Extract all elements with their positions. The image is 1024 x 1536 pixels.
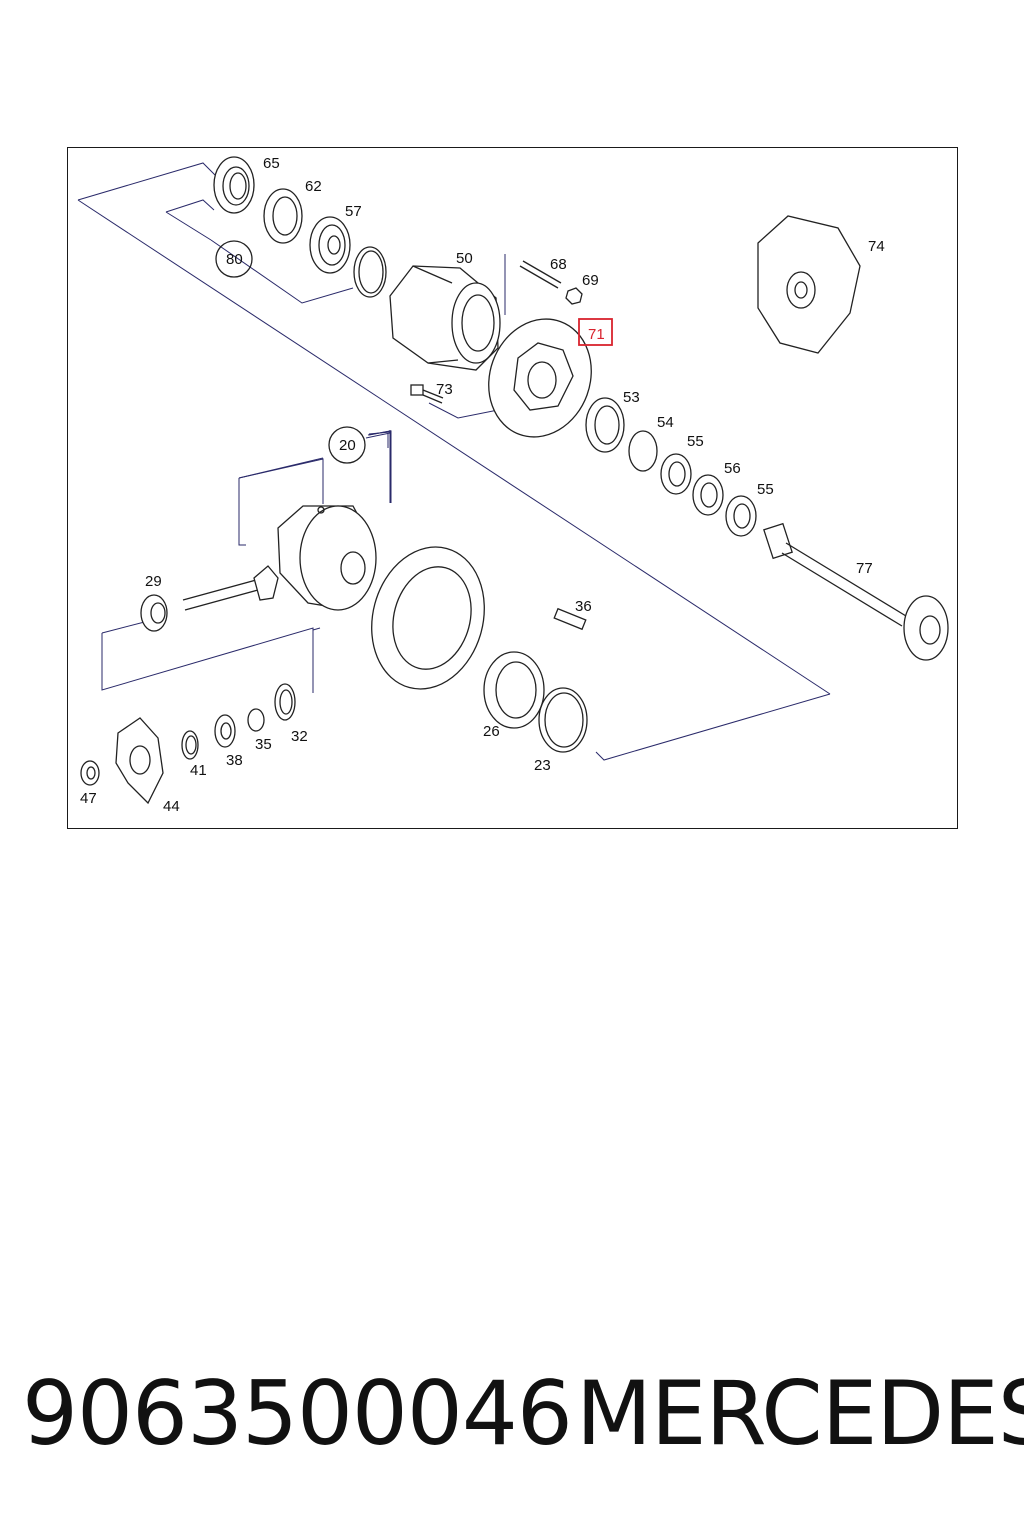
callout-80-circle [215,240,253,278]
part-26-ball-bearing[interactable] [483,651,545,729]
callout-47: 47 [80,790,97,807]
callout-23: 23 [534,757,551,774]
part-29-pinion-bearing[interactable] [140,594,168,632]
part-number-caption: 9063500046 [22,1362,573,1465]
callout-74: 74 [868,238,885,255]
part-74-differential-carrier[interactable] [757,215,861,354]
callout-68: 68 [550,256,567,273]
part-65-taper-bearing[interactable] [213,156,255,214]
callout-36: 36 [575,598,592,615]
part-47-nut[interactable] [80,760,100,786]
part-pinion-shaft[interactable] [182,565,279,611]
callout-20: 20 [339,437,356,454]
part-54-circlip[interactable] [628,430,658,472]
part-32-shim[interactable] [274,683,296,721]
callout-62: 62 [305,178,322,195]
leader-lines [77,162,831,761]
part-20-differential-assembly[interactable] [277,505,377,611]
exploded-parts-diagram: 65 62 57 80 50 68 69 71 74 73 53 54 55 5… [67,147,958,829]
part-69-nut[interactable] [565,287,583,305]
callout-57: 57 [345,203,362,220]
callout-71[interactable]: 71 [588,326,605,343]
part-68-stud[interactable] [519,260,562,289]
diagram-canvas: 65 62 57 80 50 68 69 71 74 73 53 54 55 5… [77,155,949,815]
callout-44: 44 [163,798,180,815]
part-23-seal-ring[interactable] [538,687,588,753]
callout-53: 53 [623,389,640,406]
callout-41: 41 [190,762,207,779]
part-55-lock-washer[interactable] [660,453,692,495]
part-55-lock-washer-2[interactable] [725,495,757,537]
callout-55-upper: 55 [687,433,704,450]
part-77-axle-shaft[interactable] [763,522,949,661]
callout-32: 32 [291,728,308,745]
part-38-bearing[interactable] [214,714,236,748]
part-ring-gear[interactable] [356,534,500,702]
part-57-ball-bearing[interactable] [309,216,351,274]
callout-77: 77 [856,560,873,577]
callout-26: 26 [483,723,500,740]
callout-35: 35 [255,736,272,753]
part-50-housing[interactable] [389,265,501,371]
callout-29: 29 [145,573,162,590]
part-35-spacer[interactable] [247,708,265,732]
callout-71-highlight-box [578,318,613,346]
part-71-flange-plate[interactable] [472,305,607,452]
callout-69: 69 [582,272,599,289]
part-41-seal[interactable] [181,730,199,760]
callout-65: 65 [263,155,280,172]
part-36-pin[interactable] [553,607,587,631]
callout-56: 56 [724,460,741,477]
callout-20-circle [328,426,366,464]
part-56-lock-washer[interactable] [692,474,724,516]
brand-caption: MERCEDES [576,1362,1024,1465]
callout-55-lower: 55 [757,481,774,498]
part-o-ring[interactable] [353,246,387,298]
part-44-drive-flange[interactable] [115,717,164,805]
part-53-ball-bearing[interactable] [585,397,625,453]
callout-73: 73 [436,381,453,398]
callout-50: 50 [456,250,473,267]
part-73-bolt[interactable] [410,384,444,404]
part-62-seal-ring[interactable] [263,188,303,244]
callout-54: 54 [657,414,674,431]
callout-38: 38 [226,752,243,769]
callout-80: 80 [226,251,243,268]
